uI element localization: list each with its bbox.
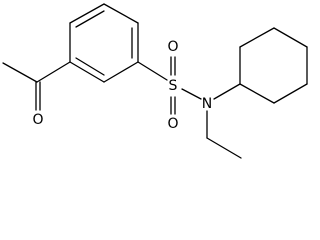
bond-ring-inner-1 (75, 10, 105, 28)
bond-ring-sulfur (137, 61, 168, 81)
sulfur-label: S (169, 78, 178, 94)
bond-lines (2, 3, 308, 159)
bond-ethyl (206, 137, 242, 159)
bond-carbonyl-ring (36, 61, 71, 83)
bond-sulfur-nitrogen (181, 88, 202, 100)
bond-ring-2 (69, 3, 105, 24)
sulfonyl-oxygen-top-label: O (167, 39, 178, 55)
bond-ring-5 (103, 61, 139, 83)
ketone-oxygen-label: O (32, 112, 43, 128)
bond-cyclohexyl-2 (239, 27, 275, 48)
bond-ring-3 (103, 3, 139, 24)
sulfonyl-oxygen-bottom-label: O (167, 116, 178, 132)
atom-labels: O O S O N (32, 39, 212, 132)
molecule-structure: O O S O N (2, 3, 308, 159)
bond-ring-inner-3 (75, 57, 105, 76)
nitrogen-label: N (202, 96, 212, 112)
bond-ring-6 (69, 61, 105, 83)
bond-methyl-carbonyl (2, 62, 38, 83)
bond-nitrogen-cyclohexyl (213, 83, 241, 100)
bond-cyclohexyl-3 (273, 27, 308, 48)
bond-cyclohexyl-5 (273, 83, 308, 104)
bond-cyclohexyl-6 (239, 83, 275, 104)
